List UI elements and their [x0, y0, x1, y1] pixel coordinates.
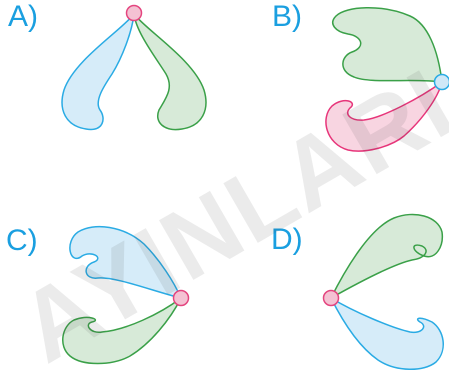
option-c-pivot-point [172, 289, 190, 307]
option-c-figure [62, 225, 190, 365]
option-d-blue-tear-shape [330, 297, 444, 370]
option-d-label: D) [271, 223, 303, 256]
option-b-pink-tear-shape [325, 81, 443, 152]
option-b-pivot-point [433, 73, 449, 91]
option-c-label: C) [6, 224, 38, 257]
option-d-pivot-point [322, 289, 340, 307]
option-b-label: B) [272, 0, 302, 33]
option-a-figure [61, 4, 207, 131]
option-a-pivot-point [125, 4, 143, 22]
option-b-figure [325, 7, 449, 152]
option-a-blue-tear-shape [61, 13, 135, 131]
option-c-green-tear-shape [62, 297, 182, 365]
option-a-label: A) [8, 0, 38, 33]
option-d-figure [322, 213, 444, 370]
option-d-green-tear-shape [330, 213, 444, 299]
option-a-green-tear-shape [133, 13, 207, 131]
option-b-green-tear-shape [332, 7, 443, 83]
option-c-blue-tear-shape [69, 225, 182, 299]
